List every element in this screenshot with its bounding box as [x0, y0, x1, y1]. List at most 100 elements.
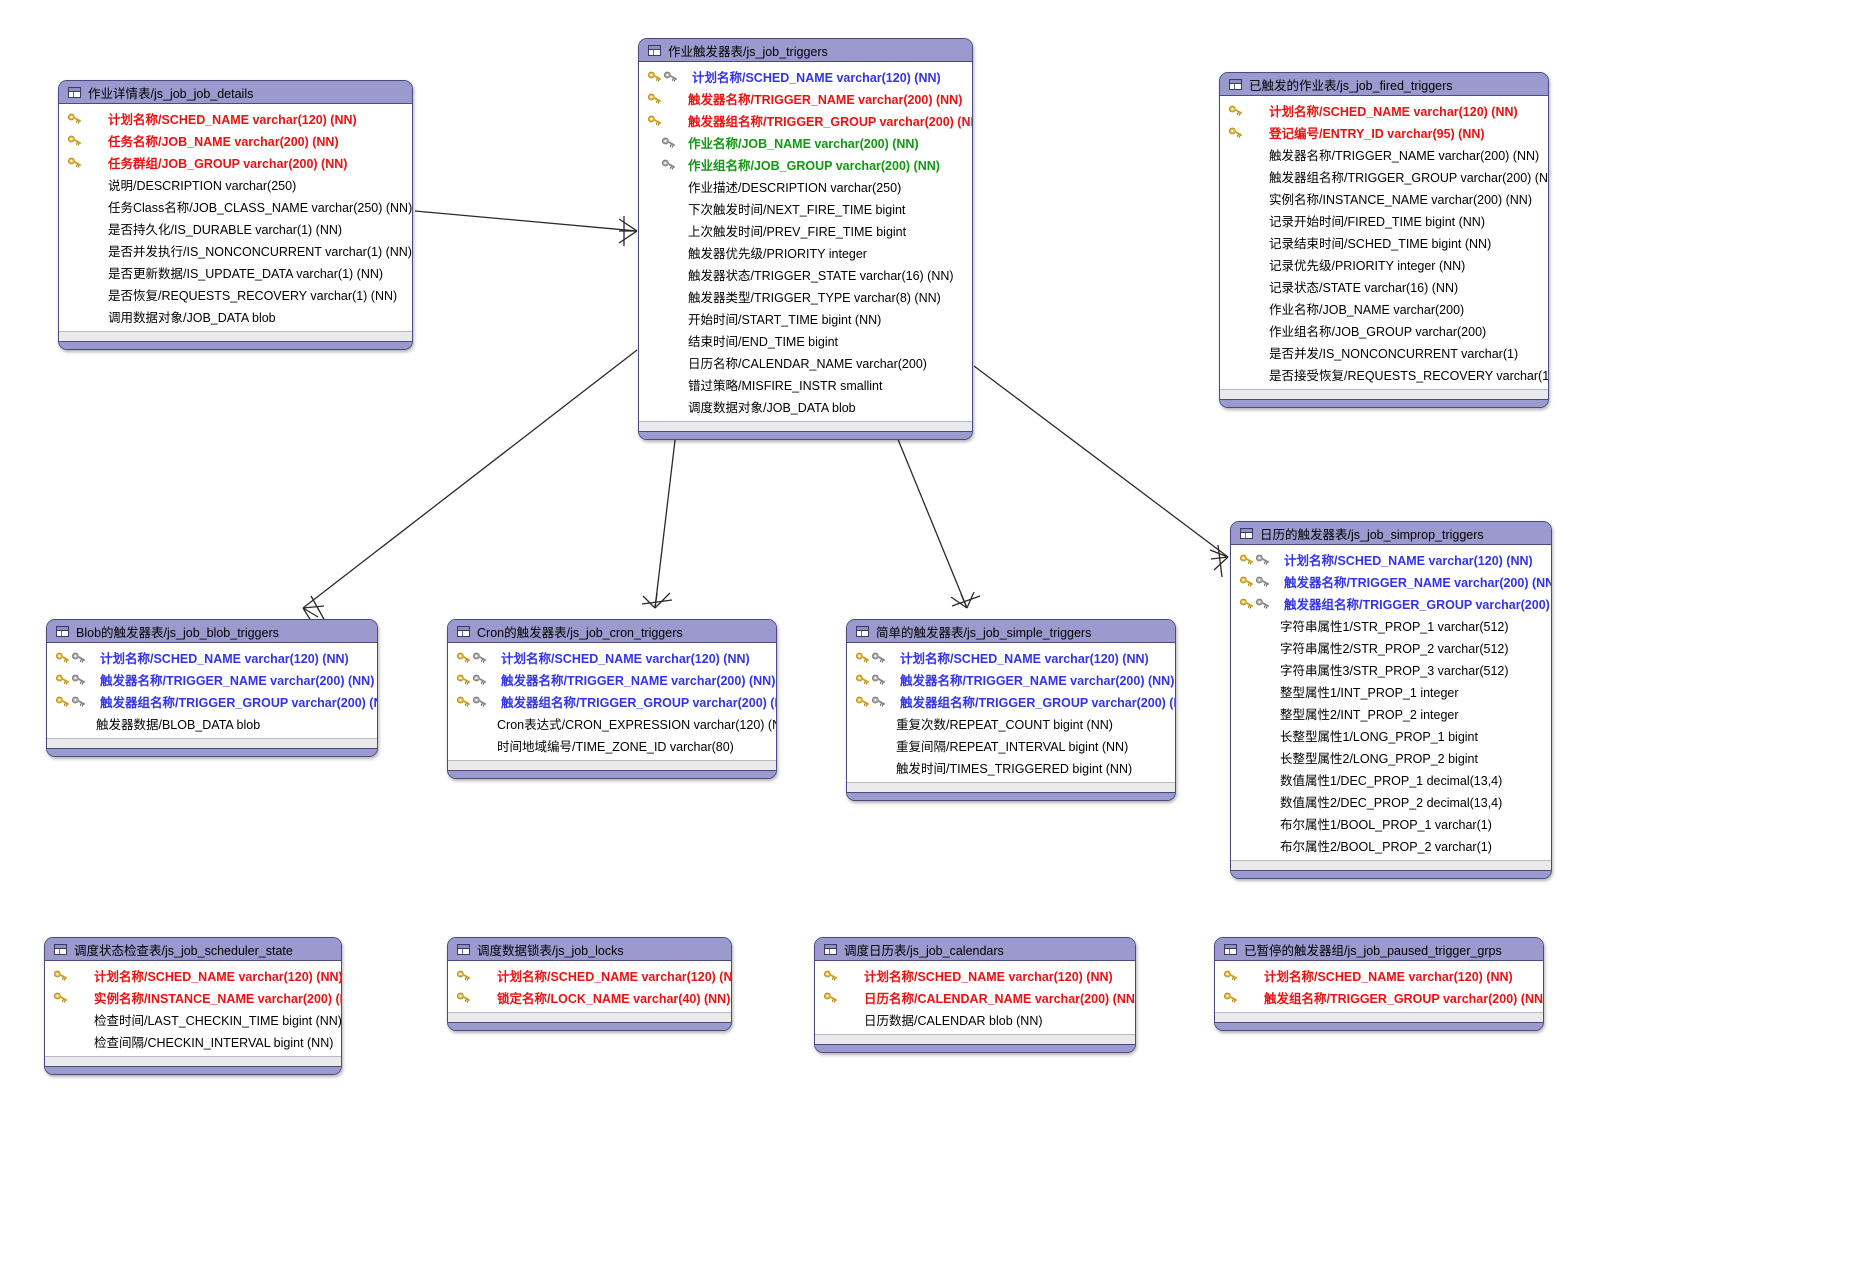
attribute-row[interactable]: 计划名称/SCHED_NAME varchar(120) (NN) [1231, 548, 1551, 570]
attribute-row[interactable]: 是否持久化/IS_DURABLE varchar(1) (NN) [59, 217, 412, 239]
attribute-row[interactable]: 重复间隔/REPEAT_INTERVAL bigint (NN) [847, 734, 1175, 756]
attribute-row[interactable]: 触发器名称/TRIGGER_NAME varchar(200) (NN) [1220, 143, 1548, 165]
entity-resize-grip[interactable] [815, 1044, 1135, 1052]
attribute-row[interactable]: 触发器组名称/TRIGGER_GROUP varchar(200) (NN) [448, 690, 776, 712]
attribute-row[interactable]: 长整型属性2/LONG_PROP_2 bigint [1231, 746, 1551, 768]
attribute-row[interactable]: 触发器名称/TRIGGER_NAME varchar(200) (NN) [448, 668, 776, 690]
attribute-row[interactable]: 计划名称/SCHED_NAME varchar(120) (NN) [1215, 964, 1543, 986]
attribute-row[interactable]: 日历名称/CALENDAR_NAME varchar(200) [639, 351, 972, 373]
attribute-row[interactable]: 任务Class名称/JOB_CLASS_NAME varchar(250) (N… [59, 195, 412, 217]
attribute-row[interactable]: 实例名称/INSTANCE_NAME varchar(200) (NN) [45, 986, 341, 1008]
entity-resize-grip[interactable] [59, 341, 412, 349]
entity-resize-grip[interactable] [847, 792, 1175, 800]
attribute-row[interactable]: 布尔属性2/BOOL_PROP_2 varchar(1) [1231, 834, 1551, 856]
attribute-row[interactable]: 整型属性1/INT_PROP_1 integer [1231, 680, 1551, 702]
entity-paused_trigger_grps[interactable]: 已暂停的触发器组/js_job_paused_trigger_grps 计划名称/… [1214, 937, 1544, 1031]
attribute-row[interactable]: 日历名称/CALENDAR_NAME varchar(200) (NN) [815, 986, 1135, 1008]
attribute-row[interactable]: 计划名称/SCHED_NAME varchar(120) (NN) [448, 964, 731, 986]
attribute-row[interactable]: 登记编号/ENTRY_ID varchar(95) (NN) [1220, 121, 1548, 143]
attribute-row[interactable]: 是否接受恢复/REQUESTS_RECOVERY varchar(1) [1220, 363, 1548, 385]
attribute-row[interactable]: 计划名称/SCHED_NAME varchar(120) (NN) [45, 964, 341, 986]
attribute-row[interactable]: 结束时间/END_TIME bigint [639, 329, 972, 351]
entity-resize-grip[interactable] [448, 1022, 731, 1030]
attribute-row[interactable]: 触发器组名称/TRIGGER_GROUP varchar(200) (NN) [1220, 165, 1548, 187]
attribute-row[interactable]: 说明/DESCRIPTION varchar(250) [59, 173, 412, 195]
attribute-row[interactable]: 下次触发时间/NEXT_FIRE_TIME bigint [639, 197, 972, 219]
attribute-row[interactable]: 作业名称/JOB_NAME varchar(200) [1220, 297, 1548, 319]
entity-scheduler_state[interactable]: 调度状态检查表/js_job_scheduler_state 计划名称/SCHED… [44, 937, 342, 1075]
attribute-row[interactable]: 计划名称/SCHED_NAME varchar(120) (NN) [47, 646, 377, 668]
attribute-row[interactable]: 触发器优先级/PRIORITY integer [639, 241, 972, 263]
attribute-row[interactable]: 作业描述/DESCRIPTION varchar(250) [639, 175, 972, 197]
attribute-row[interactable]: 作业组名称/JOB_GROUP varchar(200) [1220, 319, 1548, 341]
attribute-row[interactable]: 字符串属性2/STR_PROP_2 varchar(512) [1231, 636, 1551, 658]
entity-header-paused_trigger_grps[interactable]: 已暂停的触发器组/js_job_paused_trigger_grps [1215, 938, 1543, 961]
attribute-row[interactable]: 检查时间/LAST_CHECKIN_TIME bigint (NN) [45, 1008, 341, 1030]
attribute-row[interactable]: 计划名称/SCHED_NAME varchar(120) (NN) [59, 107, 412, 129]
entity-simprop_triggers[interactable]: 日历的触发器表/js_job_simprop_triggers 计划名称/SCHE… [1230, 521, 1552, 879]
attribute-row[interactable]: 字符串属性3/STR_PROP_3 varchar(512) [1231, 658, 1551, 680]
attribute-row[interactable]: 记录优先级/PRIORITY integer (NN) [1220, 253, 1548, 275]
attribute-row[interactable]: 触发器状态/TRIGGER_STATE varchar(16) (NN) [639, 263, 972, 285]
entity-resize-grip[interactable] [47, 748, 377, 756]
entity-header-job_details[interactable]: 作业详情表/js_job_job_details [59, 81, 412, 104]
attribute-row[interactable]: 数值属性2/DEC_PROP_2 decimal(13,4) [1231, 790, 1551, 812]
attribute-row[interactable]: 记录状态/STATE varchar(16) (NN) [1220, 275, 1548, 297]
attribute-row[interactable]: 触发器名称/TRIGGER_NAME varchar(200) (NN) [847, 668, 1175, 690]
attribute-row[interactable]: 触发器名称/TRIGGER_NAME varchar(200) (NN) [1231, 570, 1551, 592]
attribute-row[interactable]: 实例名称/INSTANCE_NAME varchar(200) (NN) [1220, 187, 1548, 209]
attribute-row[interactable]: 记录开始时间/FIRED_TIME bigint (NN) [1220, 209, 1548, 231]
attribute-row[interactable]: 时间地域编号/TIME_ZONE_ID varchar(80) [448, 734, 776, 756]
attribute-row[interactable]: 上次触发时间/PREV_FIRE_TIME bigint [639, 219, 972, 241]
attribute-row[interactable]: 锁定名称/LOCK_NAME varchar(40) (NN) [448, 986, 731, 1008]
entity-resize-grip[interactable] [45, 1066, 341, 1074]
attribute-row[interactable]: 重复次数/REPEAT_COUNT bigint (NN) [847, 712, 1175, 734]
attribute-row[interactable]: 作业组名称/JOB_GROUP varchar(200) (NN) [639, 153, 972, 175]
entity-header-simple_triggers[interactable]: 简单的触发器表/js_job_simple_triggers [847, 620, 1175, 643]
attribute-row[interactable]: 触发时间/TIMES_TRIGGERED bigint (NN) [847, 756, 1175, 778]
attribute-row[interactable]: 触发器数据/BLOB_DATA blob [47, 712, 377, 734]
attribute-row[interactable]: 计划名称/SCHED_NAME varchar(120) (NN) [639, 65, 972, 87]
attribute-row[interactable]: 调度数据对象/JOB_DATA blob [639, 395, 972, 417]
attribute-row[interactable]: 错过策略/MISFIRE_INSTR smallint [639, 373, 972, 395]
attribute-row[interactable]: 触发器组名称/TRIGGER_GROUP varchar(200) (NN) [847, 690, 1175, 712]
attribute-row[interactable]: 作业名称/JOB_NAME varchar(200) (NN) [639, 131, 972, 153]
attribute-row[interactable]: Cron表达式/CRON_EXPRESSION varchar(120) (NN… [448, 712, 776, 734]
entity-header-fired_triggers[interactable]: 已触发的作业表/js_job_fired_triggers [1220, 73, 1548, 96]
attribute-row[interactable]: 任务名称/JOB_NAME varchar(200) (NN) [59, 129, 412, 151]
attribute-row[interactable]: 触发器名称/TRIGGER_NAME varchar(200) (NN) [639, 87, 972, 109]
entity-blob_triggers[interactable]: Blob的触发器表/js_job_blob_triggers 计划名称/SCHED… [46, 619, 378, 757]
attribute-row[interactable]: 检查间隔/CHECKIN_INTERVAL bigint (NN) [45, 1030, 341, 1052]
attribute-row[interactable]: 长整型属性1/LONG_PROP_1 bigint [1231, 724, 1551, 746]
entity-resize-grip[interactable] [1231, 870, 1551, 878]
attribute-row[interactable]: 整型属性2/INT_PROP_2 integer [1231, 702, 1551, 724]
attribute-row[interactable]: 字符串属性1/STR_PROP_1 varchar(512) [1231, 614, 1551, 636]
entity-header-locks[interactable]: 调度数据锁表/js_job_locks [448, 938, 731, 961]
attribute-row[interactable]: 触发器组名称/TRIGGER_GROUP varchar(200) (NN) [639, 109, 972, 131]
entity-resize-grip[interactable] [1215, 1022, 1543, 1030]
attribute-row[interactable]: 计划名称/SCHED_NAME varchar(120) (NN) [1220, 99, 1548, 121]
attribute-row[interactable]: 是否并发/IS_NONCONCURRENT varchar(1) [1220, 341, 1548, 363]
entity-locks[interactable]: 调度数据锁表/js_job_locks 计划名称/SCHED_NAME varch… [447, 937, 732, 1031]
entity-header-simprop_triggers[interactable]: 日历的触发器表/js_job_simprop_triggers [1231, 522, 1551, 545]
attribute-row[interactable]: 触发组名称/TRIGGER_GROUP varchar(200) (NN) [1215, 986, 1543, 1008]
attribute-row[interactable]: 记录结束时间/SCHED_TIME bigint (NN) [1220, 231, 1548, 253]
attribute-row[interactable]: 任务群组/JOB_GROUP varchar(200) (NN) [59, 151, 412, 173]
attribute-row[interactable]: 调用数据对象/JOB_DATA blob [59, 305, 412, 327]
entity-resize-grip[interactable] [448, 770, 776, 778]
attribute-row[interactable]: 计划名称/SCHED_NAME varchar(120) (NN) [815, 964, 1135, 986]
attribute-row[interactable]: 数值属性1/DEC_PROP_1 decimal(13,4) [1231, 768, 1551, 790]
entity-header-cron_triggers[interactable]: Cron的触发器表/js_job_cron_triggers [448, 620, 776, 643]
entity-resize-grip[interactable] [1220, 399, 1548, 407]
attribute-row[interactable]: 触发器组名称/TRIGGER_GROUP varchar(200) (NN) [1231, 592, 1551, 614]
attribute-row[interactable]: 是否更新数据/IS_UPDATE_DATA varchar(1) (NN) [59, 261, 412, 283]
entity-header-scheduler_state[interactable]: 调度状态检查表/js_job_scheduler_state [45, 938, 341, 961]
entity-job_details[interactable]: 作业详情表/js_job_job_details 计划名称/SCHED_NAME … [58, 80, 413, 350]
attribute-row[interactable]: 触发器类型/TRIGGER_TYPE varchar(8) (NN) [639, 285, 972, 307]
attribute-row[interactable]: 是否恢复/REQUESTS_RECOVERY varchar(1) (NN) [59, 283, 412, 305]
entity-header-blob_triggers[interactable]: Blob的触发器表/js_job_blob_triggers [47, 620, 377, 643]
entity-resize-grip[interactable] [639, 431, 972, 439]
attribute-row[interactable]: 布尔属性1/BOOL_PROP_1 varchar(1) [1231, 812, 1551, 834]
